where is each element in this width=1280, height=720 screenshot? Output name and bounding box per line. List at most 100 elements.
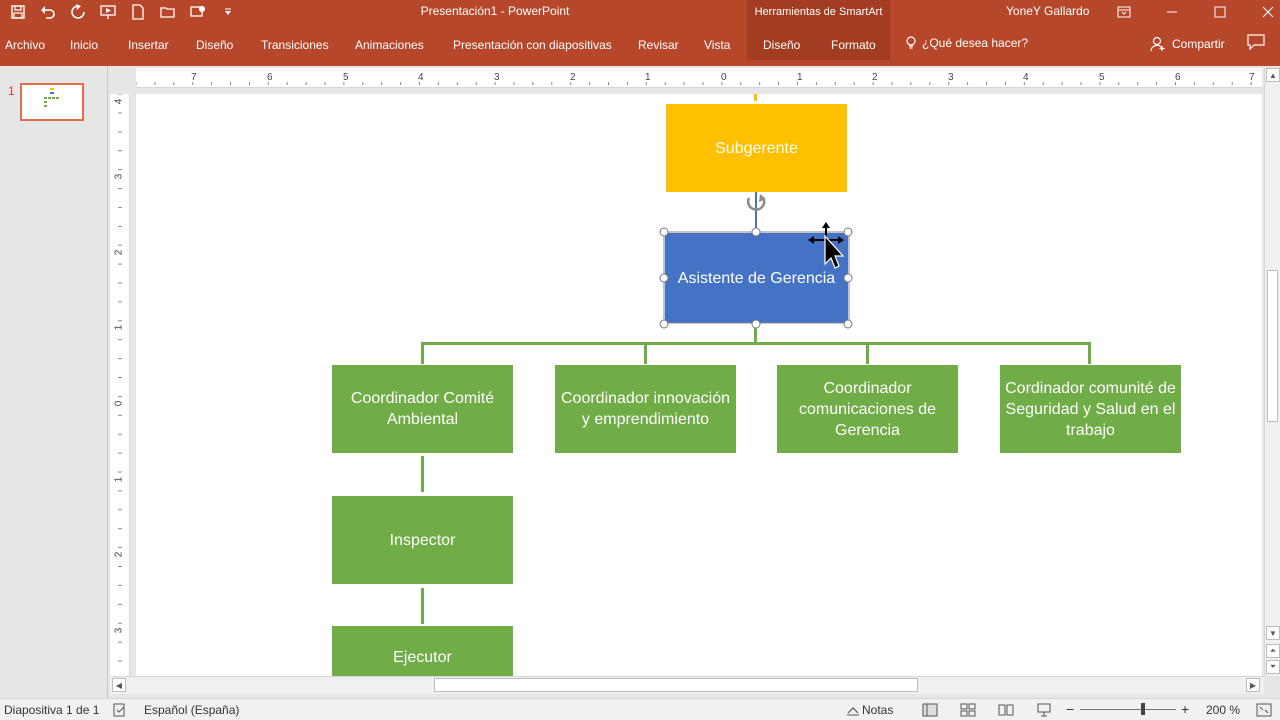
- spellcheck-icon[interactable]: [112, 703, 128, 717]
- tab-transiciones[interactable]: Transiciones: [261, 38, 329, 52]
- ruler-label: 3: [494, 72, 500, 83]
- share-button[interactable]: Compartir: [1150, 36, 1225, 52]
- scroll-up-arrow-icon[interactable]: ▲: [1266, 68, 1280, 82]
- slide-thumbnail-preview: [44, 88, 59, 107]
- comment-icon: [1247, 34, 1265, 51]
- vertical-scroll-thumb[interactable]: [1267, 270, 1278, 422]
- horizontal-scroll-thumb[interactable]: [434, 678, 918, 692]
- slideshow-icon[interactable]: [1036, 703, 1052, 717]
- node-asistente-gerencia[interactable]: Asistente de Gerencia: [665, 233, 848, 323]
- connector-subgerente-asistente: [755, 192, 757, 234]
- connector-top: [754, 94, 757, 101]
- tab-animaciones[interactable]: Animaciones: [355, 38, 424, 52]
- zoom-slider[interactable]: [1080, 709, 1176, 710]
- connector-drop-3: [866, 342, 869, 364]
- horizontal-ruler-ticks: [136, 82, 1252, 85]
- resize-handle[interactable]: [659, 319, 669, 329]
- node-ejecutor[interactable]: Ejecutor: [332, 626, 513, 676]
- ruler-label: 5: [343, 72, 349, 83]
- connector-drop-1: [421, 342, 424, 364]
- node-coordinador-ambiental[interactable]: Coordinador Comité Ambiental: [332, 365, 513, 453]
- open-icon[interactable]: [158, 2, 178, 22]
- reading-view-icon[interactable]: [998, 703, 1014, 717]
- tab-smartart-diseno[interactable]: Diseño: [763, 38, 801, 52]
- slide-thumbnail[interactable]: [20, 83, 84, 121]
- notes-button[interactable]: Notas: [862, 703, 894, 717]
- comments-button[interactable]: [1247, 34, 1265, 53]
- maximize-icon[interactable]: [1196, 0, 1244, 24]
- zoom-level[interactable]: 200 %: [1206, 703, 1241, 717]
- node-coordinador-seguridad[interactable]: Cordinador comunité de Seguridad y Salud…: [1000, 365, 1181, 453]
- previous-slide-icon[interactable]: ⏶: [1266, 644, 1280, 658]
- person-icon: [1150, 36, 1165, 52]
- tab-revisar[interactable]: Revisar: [638, 38, 679, 52]
- ruler-label: 7: [191, 72, 197, 83]
- tab-smartart-formato[interactable]: Formato: [831, 38, 876, 52]
- smartart-tools-label: Herramientas de SmartArt: [747, 0, 890, 24]
- connector-asistente-bus: [754, 323, 757, 343]
- user-name[interactable]: YoneY Gallardo: [1006, 4, 1090, 18]
- tell-me-box[interactable]: ¿Qué desea hacer?: [904, 36, 1028, 50]
- redo-icon[interactable]: [68, 2, 88, 22]
- zoom-slider-thumb[interactable]: [1141, 703, 1145, 715]
- slide-canvas[interactable]: Subgerente Asistente de Gerencia Coordin…: [136, 94, 1262, 676]
- language-status[interactable]: Español (España): [144, 703, 240, 717]
- window-controls: [1100, 0, 1280, 24]
- tab-presentacion[interactable]: Presentación con diapositivas: [453, 38, 612, 52]
- status-bar: Diapositiva 1 de 1 Español (España) Nota…: [0, 698, 1280, 720]
- ruler-label: 1: [645, 72, 651, 83]
- tab-vista[interactable]: Vista: [704, 38, 731, 52]
- resize-handle[interactable]: [843, 319, 853, 329]
- horizontal-scrollbar[interactable]: ◀ ▶: [110, 676, 1264, 694]
- new-icon[interactable]: [128, 2, 148, 22]
- next-slide-icon[interactable]: ⏷: [1266, 660, 1280, 674]
- tab-diseno[interactable]: Diseño: [196, 38, 234, 52]
- vertical-scrollbar[interactable]: ▲ ▼ ⏶ ⏷: [1264, 68, 1280, 676]
- start-from-beginning-icon[interactable]: [98, 2, 118, 22]
- ruler-label: 4: [113, 98, 125, 105]
- zoom-in-icon[interactable]: +: [1181, 701, 1190, 717]
- vertical-ruler-ticks: [118, 94, 122, 662]
- ruler-label: 3: [948, 72, 954, 83]
- tab-inicio[interactable]: Inicio: [70, 38, 99, 52]
- notes-icon[interactable]: [845, 703, 861, 717]
- share-label: Compartir: [1172, 37, 1225, 51]
- close-icon[interactable]: [1244, 0, 1280, 24]
- tab-archivo[interactable]: Archivo: [5, 38, 46, 52]
- fit-slide-icon[interactable]: [1256, 703, 1272, 717]
- node-coordinador-comunicaciones[interactable]: Coordinador comunicaciones de Gerencia: [777, 365, 958, 453]
- connector-drop-4: [1088, 342, 1091, 364]
- normal-view-icon[interactable]: [922, 703, 938, 717]
- ruler-label: 2: [570, 72, 576, 83]
- move-cursor-icon: [808, 222, 845, 269]
- resize-handle[interactable]: [659, 227, 669, 237]
- resize-handle[interactable]: [751, 319, 761, 329]
- resize-handle[interactable]: [843, 273, 853, 283]
- undo-icon[interactable]: [38, 2, 58, 22]
- selection-overlay: [659, 194, 853, 329]
- node-coordinador-innovacion[interactable]: Coordinador innovación y emprendimiento: [555, 365, 736, 453]
- node-subgerente[interactable]: Subgerente: [666, 104, 847, 192]
- scroll-down-arrow-icon[interactable]: ▼: [1266, 626, 1280, 640]
- tell-me-label: ¿Qué desea hacer?: [922, 36, 1029, 50]
- presentation-icon[interactable]: [188, 2, 208, 22]
- slide-thumbnail-pane: 1: [0, 66, 108, 698]
- resize-handle[interactable]: [659, 273, 669, 283]
- ruler-label: 2: [872, 72, 878, 83]
- node-inspector[interactable]: Inspector: [332, 496, 513, 584]
- resize-handle[interactable]: [751, 227, 761, 237]
- resize-handle[interactable]: [843, 227, 853, 237]
- slide-sorter-icon[interactable]: [960, 703, 976, 717]
- save-icon[interactable]: [8, 2, 28, 22]
- zoom-out-icon[interactable]: −: [1066, 701, 1075, 717]
- ruler-label: 6: [1175, 72, 1181, 83]
- ribbon-display-options-icon[interactable]: [1100, 0, 1148, 24]
- ruler-label: 2: [113, 551, 125, 558]
- scroll-left-arrow-icon[interactable]: ◀: [112, 678, 126, 692]
- rotate-handle-icon[interactable]: [746, 194, 766, 211]
- document-title: Presentación1 - PowerPoint: [420, 4, 570, 18]
- scroll-right-arrow-icon[interactable]: ▶: [1246, 678, 1260, 692]
- tab-insertar[interactable]: Insertar: [128, 38, 169, 52]
- minimize-icon[interactable]: [1148, 0, 1196, 24]
- customize-qat-icon[interactable]: [218, 2, 238, 22]
